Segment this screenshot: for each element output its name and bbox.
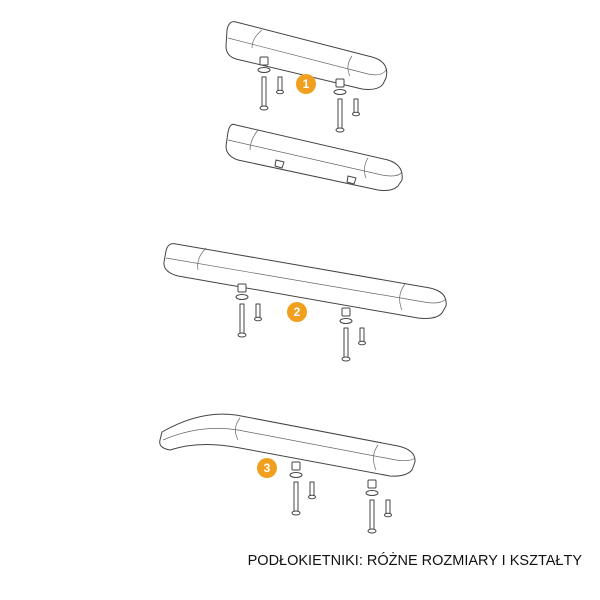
armrest-3 — [159, 413, 416, 477]
short-bolt — [353, 98, 359, 114]
short-bolt — [309, 481, 315, 497]
bolt-head — [308, 494, 316, 500]
long-bolt — [343, 327, 349, 359]
bolt-head — [367, 528, 377, 534]
nut — [335, 78, 345, 88]
nut — [259, 56, 269, 66]
bolt-head — [352, 111, 360, 117]
long-bolt — [369, 499, 375, 531]
step-badge-2: 2 — [287, 302, 307, 322]
long-bolt — [337, 98, 343, 130]
nut — [341, 307, 351, 317]
armrest-1-assembled — [225, 123, 403, 191]
step-badge-3: 3 — [257, 458, 277, 478]
washer — [235, 294, 249, 300]
long-bolt — [293, 481, 299, 513]
bolt-head — [384, 512, 392, 518]
bolt-head — [335, 127, 345, 133]
bolt-head — [341, 356, 351, 362]
short-bolt — [255, 303, 261, 319]
washer — [365, 490, 379, 496]
short-bolt — [277, 76, 283, 92]
washer — [333, 89, 347, 95]
bolt-head — [291, 510, 301, 516]
armrest-1-exploded — [225, 21, 388, 90]
screw-sets — [235, 56, 392, 534]
bolt-head — [358, 340, 366, 346]
caption: PODŁOKIETNIKI: RÓŻNE ROZMIARY I KSZTAŁTY — [247, 553, 582, 569]
bolt-head — [259, 105, 269, 111]
long-bolt — [239, 303, 245, 335]
nut — [291, 461, 301, 471]
bolt-head — [276, 89, 284, 95]
washer — [257, 67, 271, 73]
washer — [289, 472, 303, 478]
washer — [339, 318, 353, 324]
nut — [237, 283, 247, 293]
long-bolt — [261, 76, 267, 108]
bolt-head — [254, 316, 262, 322]
short-bolt — [359, 327, 365, 343]
bolt-head — [237, 332, 247, 338]
step-badge-1: 1 — [296, 74, 316, 94]
nut — [367, 479, 377, 489]
short-bolt — [385, 499, 391, 515]
armrest-2 — [163, 243, 447, 319]
